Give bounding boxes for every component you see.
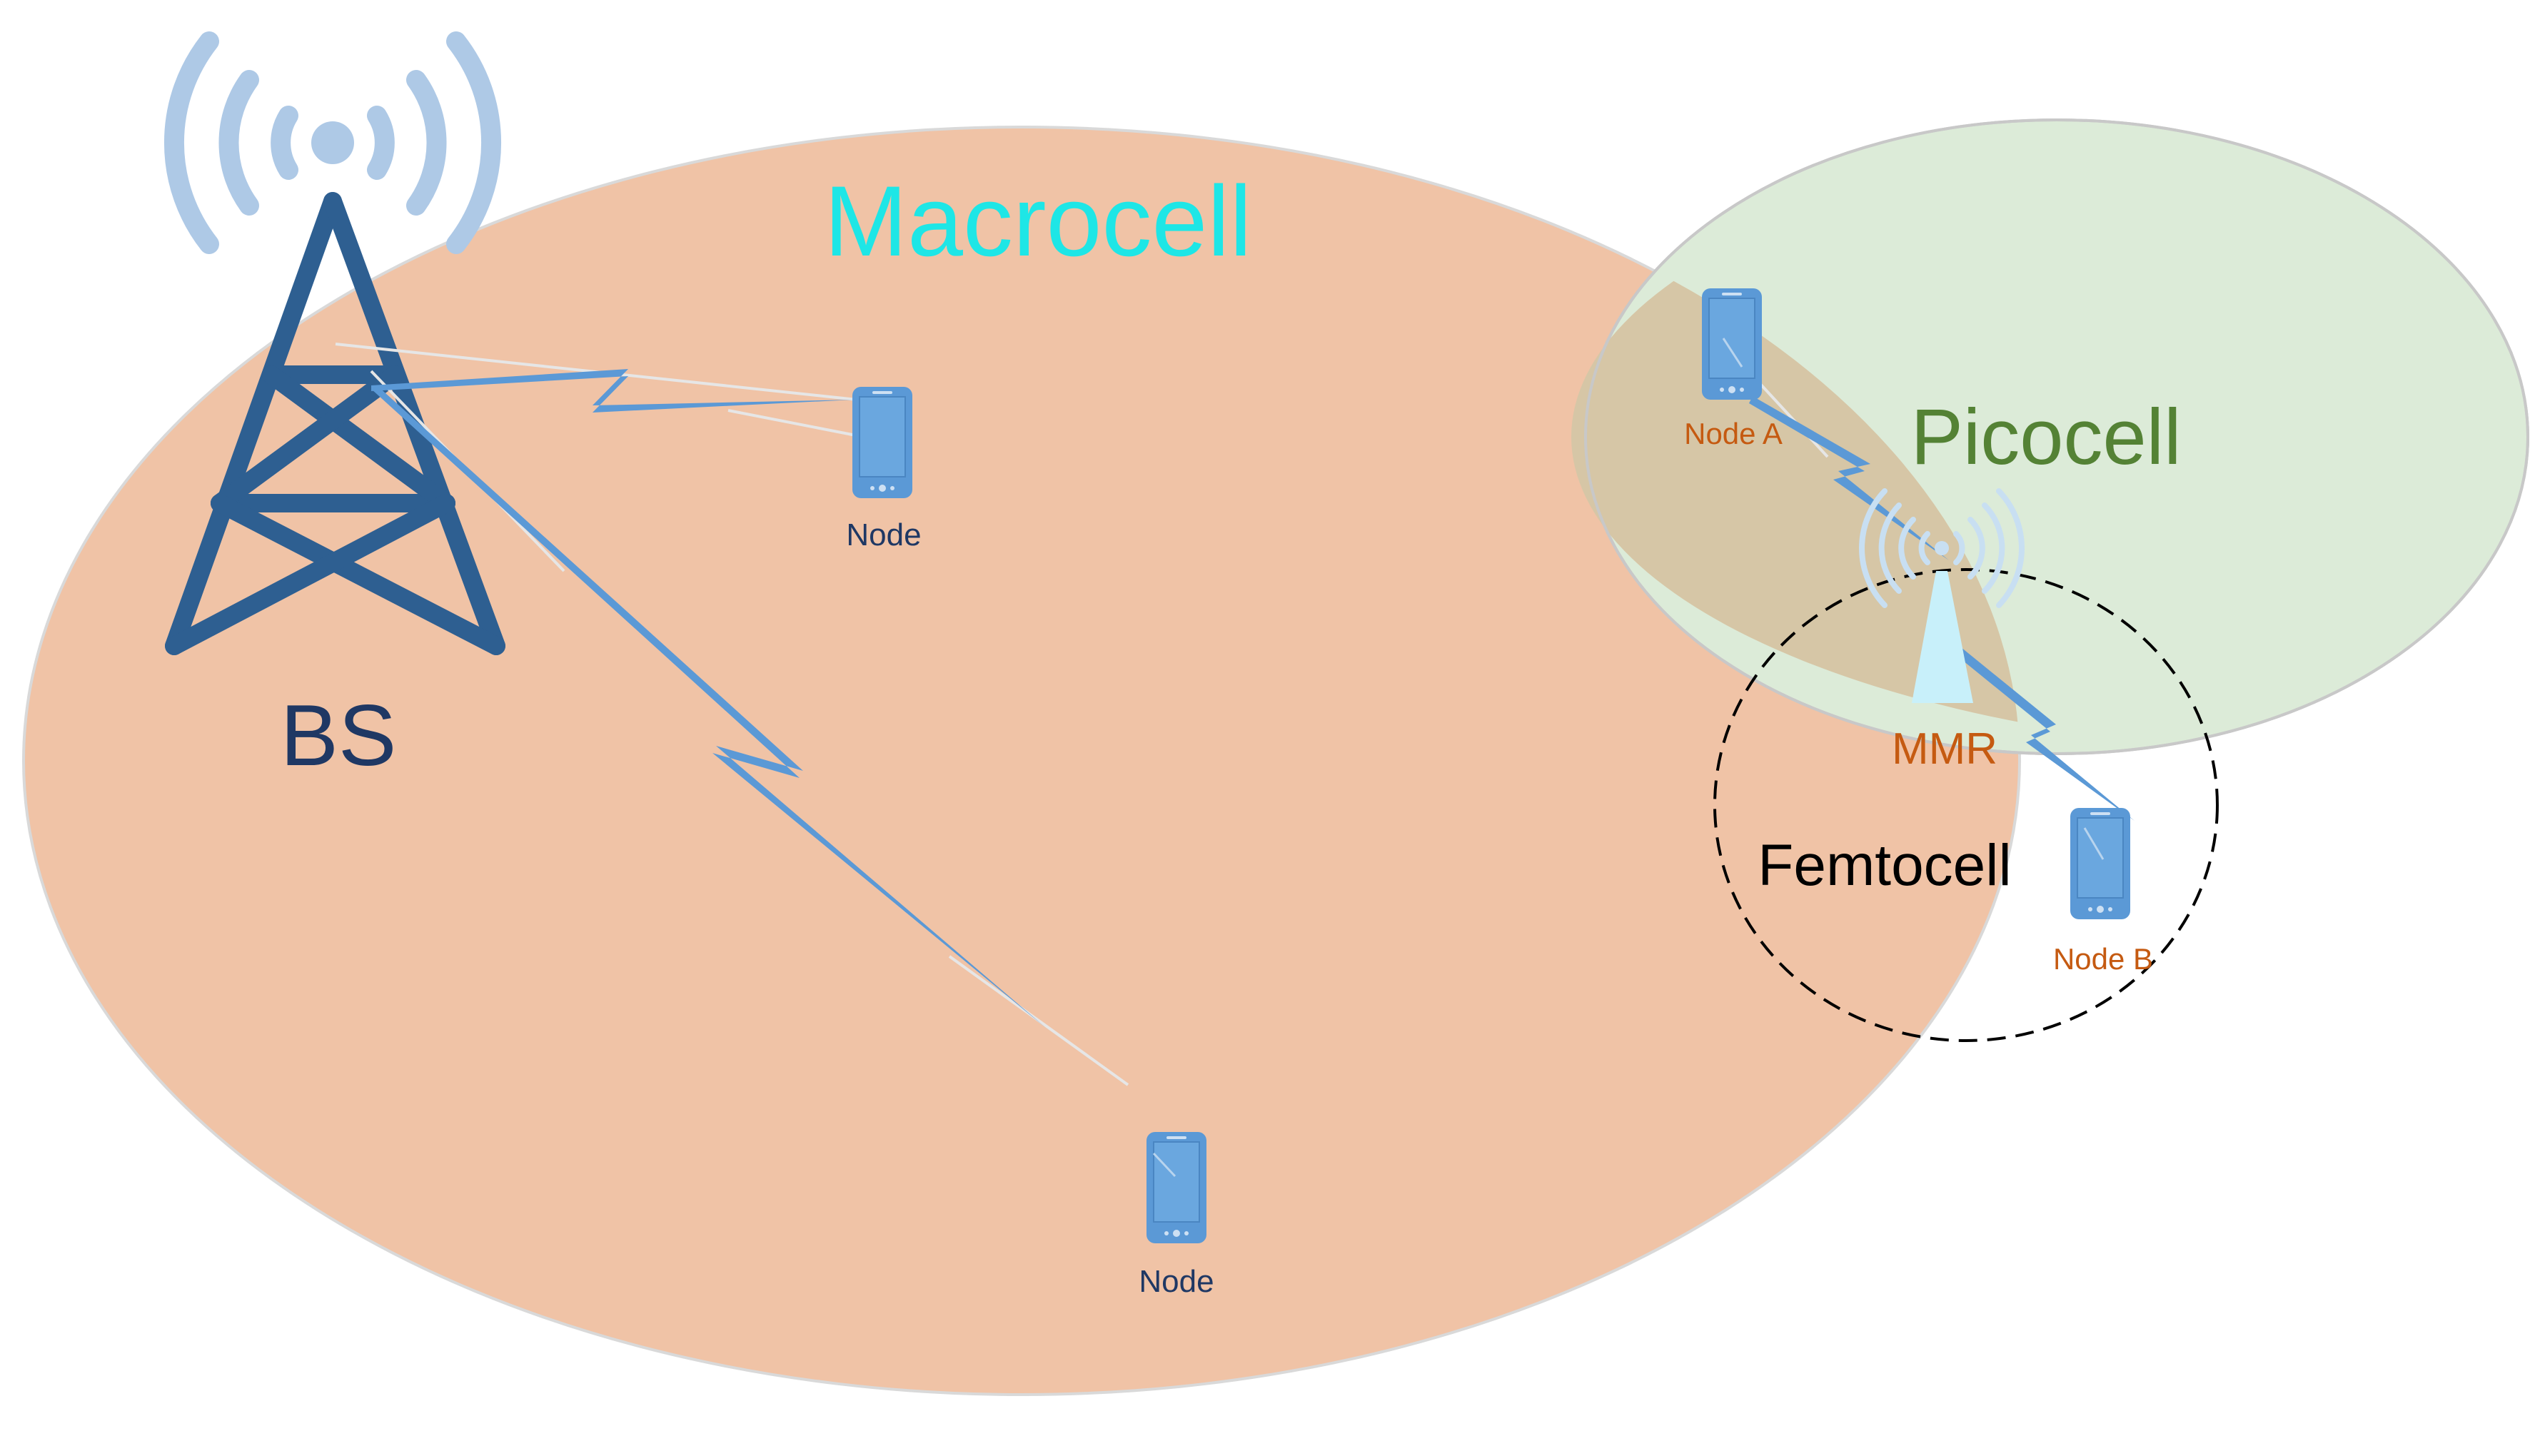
picocell-label: Picocell xyxy=(1910,393,2181,481)
mmr-label: MMR xyxy=(1892,724,1997,774)
relay-tower-icon xyxy=(1912,571,1973,703)
relay-signal-icon xyxy=(1859,488,2025,608)
lightning-bolt-icon xyxy=(371,385,1046,1028)
femtocell-area xyxy=(1713,568,2219,1042)
bs-label: BS xyxy=(281,687,397,784)
node-label: Node xyxy=(846,517,921,552)
macrocell-area xyxy=(22,126,2021,1396)
lightning-bolt-icon xyxy=(1749,396,1949,560)
smartphone-icon xyxy=(1146,1132,1206,1243)
node-label: Node xyxy=(1139,1264,1214,1299)
smartphone-icon xyxy=(2070,808,2130,919)
lightning-bolt-icon xyxy=(1936,632,2135,821)
smartphone-icon xyxy=(1702,288,1762,400)
node-a-label: Node A xyxy=(1684,417,1783,450)
macrocell-label: Macrocell xyxy=(824,165,1251,277)
signal-rings-icon xyxy=(164,31,501,254)
smartphone-icon xyxy=(852,387,912,498)
femtocell-label: Femtocell xyxy=(1758,833,2011,898)
node-b-label: Node B xyxy=(2053,942,2153,976)
lightning-bolt-icon xyxy=(371,369,854,413)
